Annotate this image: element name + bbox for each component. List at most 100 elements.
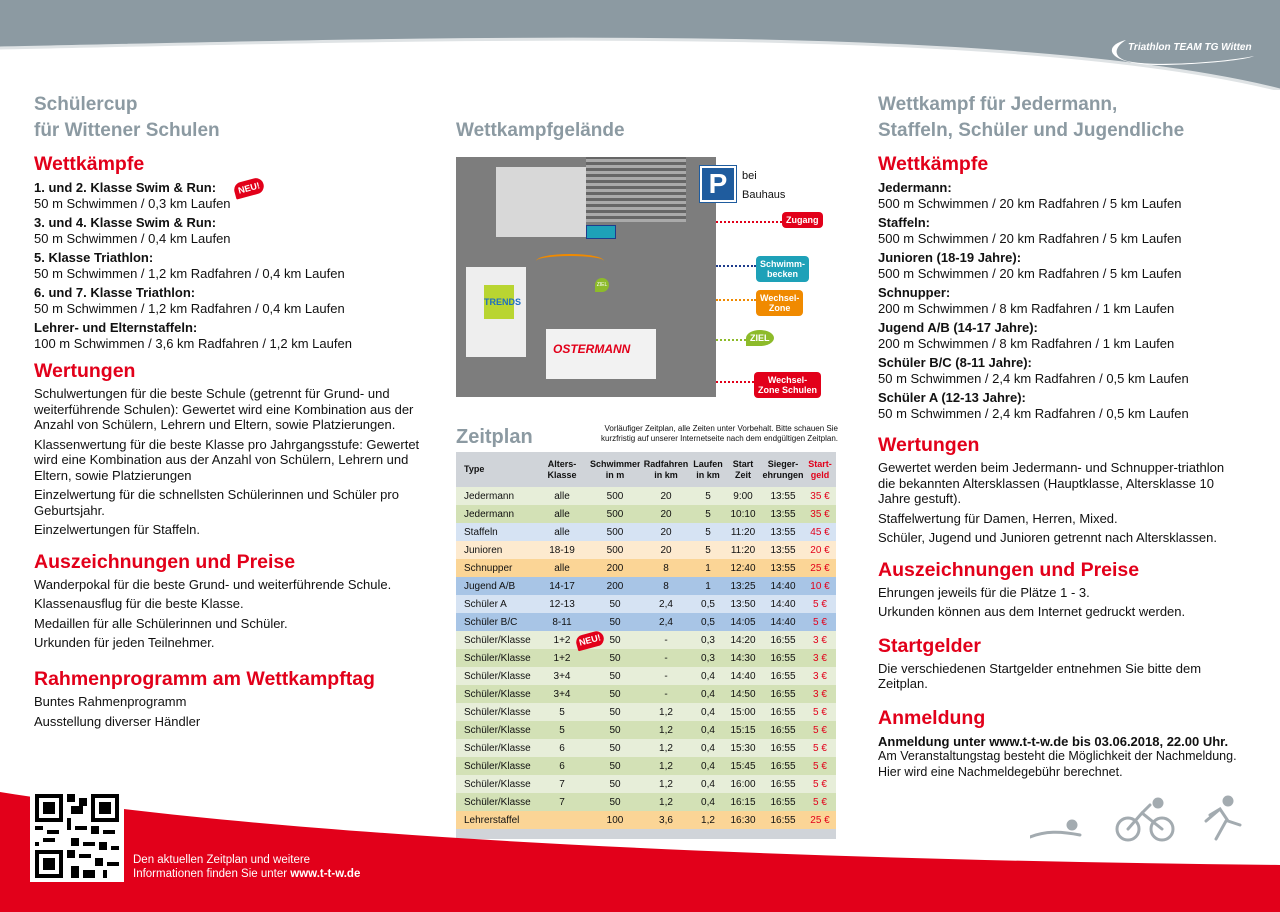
table-cell: 15:30 xyxy=(730,742,756,754)
table-cell: 8 xyxy=(663,562,669,574)
table-cell: 0,5 xyxy=(701,616,715,628)
fee-cell: 3 € xyxy=(813,688,827,700)
logo-text: Triathlon TEAM TG Witten xyxy=(1128,42,1252,53)
table-cell: 14:30 xyxy=(730,652,756,664)
table-cell: 20 xyxy=(660,544,672,556)
competition-item: Schnupper:200 m Schwimmen / 8 km Radfahr… xyxy=(878,285,1238,316)
table-cell: 11:20 xyxy=(730,526,756,538)
column-header: Start- geld xyxy=(804,452,836,487)
fee-cell: 35 € xyxy=(810,490,830,502)
paragraph: Urkunden können aus dem Internet gedruck… xyxy=(878,604,1186,619)
map-legend-5: Wechsel- Zone Schulen xyxy=(754,372,822,398)
left-preise-heading: Auszeichnungen und Preise xyxy=(34,550,296,573)
table-cell: 3,6 xyxy=(659,814,673,826)
competition-item: Schüler B/C (8-11 Jahre):50 m Schwimmen … xyxy=(878,355,1238,386)
table-cell: 1 xyxy=(705,580,711,592)
map-store-ostermann: OSTERMANN xyxy=(553,342,631,356)
competition-detail: 500 m Schwimmen / 20 km Radfahren / 5 km… xyxy=(878,230,1182,246)
footer-line-2: Informationen finden Sie unter xyxy=(133,867,291,880)
table-cell: 500 xyxy=(606,526,624,538)
table-cell: 14:40 xyxy=(770,580,796,592)
table-cell: 200 xyxy=(606,580,624,592)
table-cell: 1,2 xyxy=(701,814,715,826)
fee-cell: 5 € xyxy=(813,616,827,628)
table-cell: 7 xyxy=(559,796,565,808)
fee-cell: 35 € xyxy=(810,508,830,520)
header-band xyxy=(0,0,1280,90)
right-preise-heading: Auszeichnungen und Preise xyxy=(878,558,1140,581)
footer-url-link[interactable]: www.t-t-w.de xyxy=(290,867,361,880)
table-cell: 500 xyxy=(606,490,624,502)
table-cell: 50 xyxy=(609,598,621,610)
table-cell: Schüler/Klasse xyxy=(464,634,531,646)
table-cell: 50 xyxy=(609,652,621,664)
table-cell: 20 xyxy=(660,490,672,502)
table-cell: 500 xyxy=(606,508,624,520)
competition-detail: 200 m Schwimmen / 8 km Radfahren / 1 km … xyxy=(878,335,1175,351)
table-cell: Jugend A/B xyxy=(464,580,516,592)
map-legend-4: ZIEL xyxy=(746,330,774,346)
fee-cell: 3 € xyxy=(813,670,827,682)
table-cell: Schüler/Klasse xyxy=(464,652,531,664)
fee-cell: 5 € xyxy=(813,742,827,754)
table-cell: 14:40 xyxy=(770,616,796,628)
qr-code[interactable] xyxy=(30,790,124,882)
competition-item: 6. und 7. Klasse Triathlon:50 m Schwimme… xyxy=(34,285,434,316)
table-cell: 5 xyxy=(705,490,711,502)
table-cell: 16:15 xyxy=(730,796,756,808)
fee-cell: 5 € xyxy=(813,778,827,790)
table-cell: 100 xyxy=(606,814,624,826)
right-wertungen-heading: Wertungen xyxy=(878,434,980,456)
table-cell: 6 xyxy=(559,760,565,772)
table-cell: 16:55 xyxy=(770,796,796,808)
table-cell: 50 xyxy=(609,724,621,736)
table-cell: Schüler A xyxy=(464,598,507,610)
table-cell: 50 xyxy=(609,796,621,808)
competition-detail: 50 m Schwimmen / 1,2 km Radfahren / 0,4 … xyxy=(34,265,345,281)
table-cell: 14:40 xyxy=(730,670,756,682)
table-cell: Schüler/Klasse xyxy=(464,706,531,718)
map-leader-line xyxy=(716,339,746,341)
table-cell: 16:55 xyxy=(770,670,796,682)
table-cell: 0,4 xyxy=(701,706,715,718)
competition-title: Jedermann: xyxy=(878,180,952,195)
column-header: Radfahren in km xyxy=(640,452,692,487)
table-cell: 8 xyxy=(663,580,669,592)
table-cell: 16:00 xyxy=(730,778,756,790)
table-cell: 5 xyxy=(705,508,711,520)
table-cell: 0,4 xyxy=(701,688,715,700)
table-cell: 13:55 xyxy=(770,490,796,502)
left-rahmen-heading: Rahmenprogramm am Wettkampftag xyxy=(34,667,375,690)
left-column: Schülercup für Wittener Schulen Wettkämp… xyxy=(34,92,434,730)
table-cell: 50 xyxy=(609,634,621,646)
paragraph: Ausstellung diverser Händler xyxy=(34,714,201,729)
table-cell: 3+4 xyxy=(553,688,571,700)
table-cell: 14-17 xyxy=(549,580,575,592)
competition-item: 5. Klasse Triathlon:50 m Schwimmen / 1,2… xyxy=(34,250,434,281)
table-cell: 16:30 xyxy=(730,814,756,826)
column-header: Schwimmen in m xyxy=(590,452,640,487)
table-cell: 50 xyxy=(609,760,621,772)
table-cell: 13:50 xyxy=(730,598,756,610)
competition-item: Schüler A (12-13 Jahre):50 m Schwimmen /… xyxy=(878,390,1238,421)
anmeldung-bold: Anmeldung unter www.t-t-w.de bis 03.06.2… xyxy=(878,733,1229,749)
table-cell: 13:55 xyxy=(770,544,796,556)
table-cell: 14:40 xyxy=(770,598,796,610)
table-cell: 16:55 xyxy=(770,778,796,790)
table-cell: 0,4 xyxy=(701,760,715,772)
anmeldung-heading: Anmeldung xyxy=(878,706,986,729)
table-cell: 9:00 xyxy=(733,490,753,502)
competition-detail: 50 m Schwimmen / 2,4 km Radfahren / 0,5 … xyxy=(878,370,1189,386)
paragraph: Medaillen für alle Schülerinnen und Schü… xyxy=(34,615,288,631)
competition-title: 3. und 4. Klasse Swim & Run: xyxy=(34,215,217,230)
